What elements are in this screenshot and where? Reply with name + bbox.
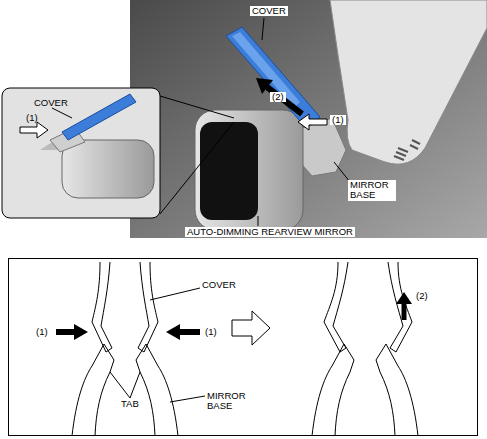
- callout-number: (1): [205, 327, 217, 337]
- callout-number: (2): [416, 291, 428, 301]
- callout-number: (1): [36, 327, 48, 337]
- part-label: COVER: [34, 98, 68, 108]
- part-label: AUTO-DIMMING REARVIEW MIRROR: [185, 227, 355, 237]
- part-label: COVER: [250, 6, 288, 16]
- callout-number: (1): [26, 113, 38, 123]
- part-label: COVER: [202, 280, 236, 290]
- callout-number: (1): [330, 115, 346, 125]
- part-label: MIRROR BASE: [207, 391, 251, 412]
- part-label: TAB: [121, 399, 139, 409]
- part-label: MIRROR BASE: [348, 180, 396, 201]
- callout-number: (2): [270, 92, 286, 102]
